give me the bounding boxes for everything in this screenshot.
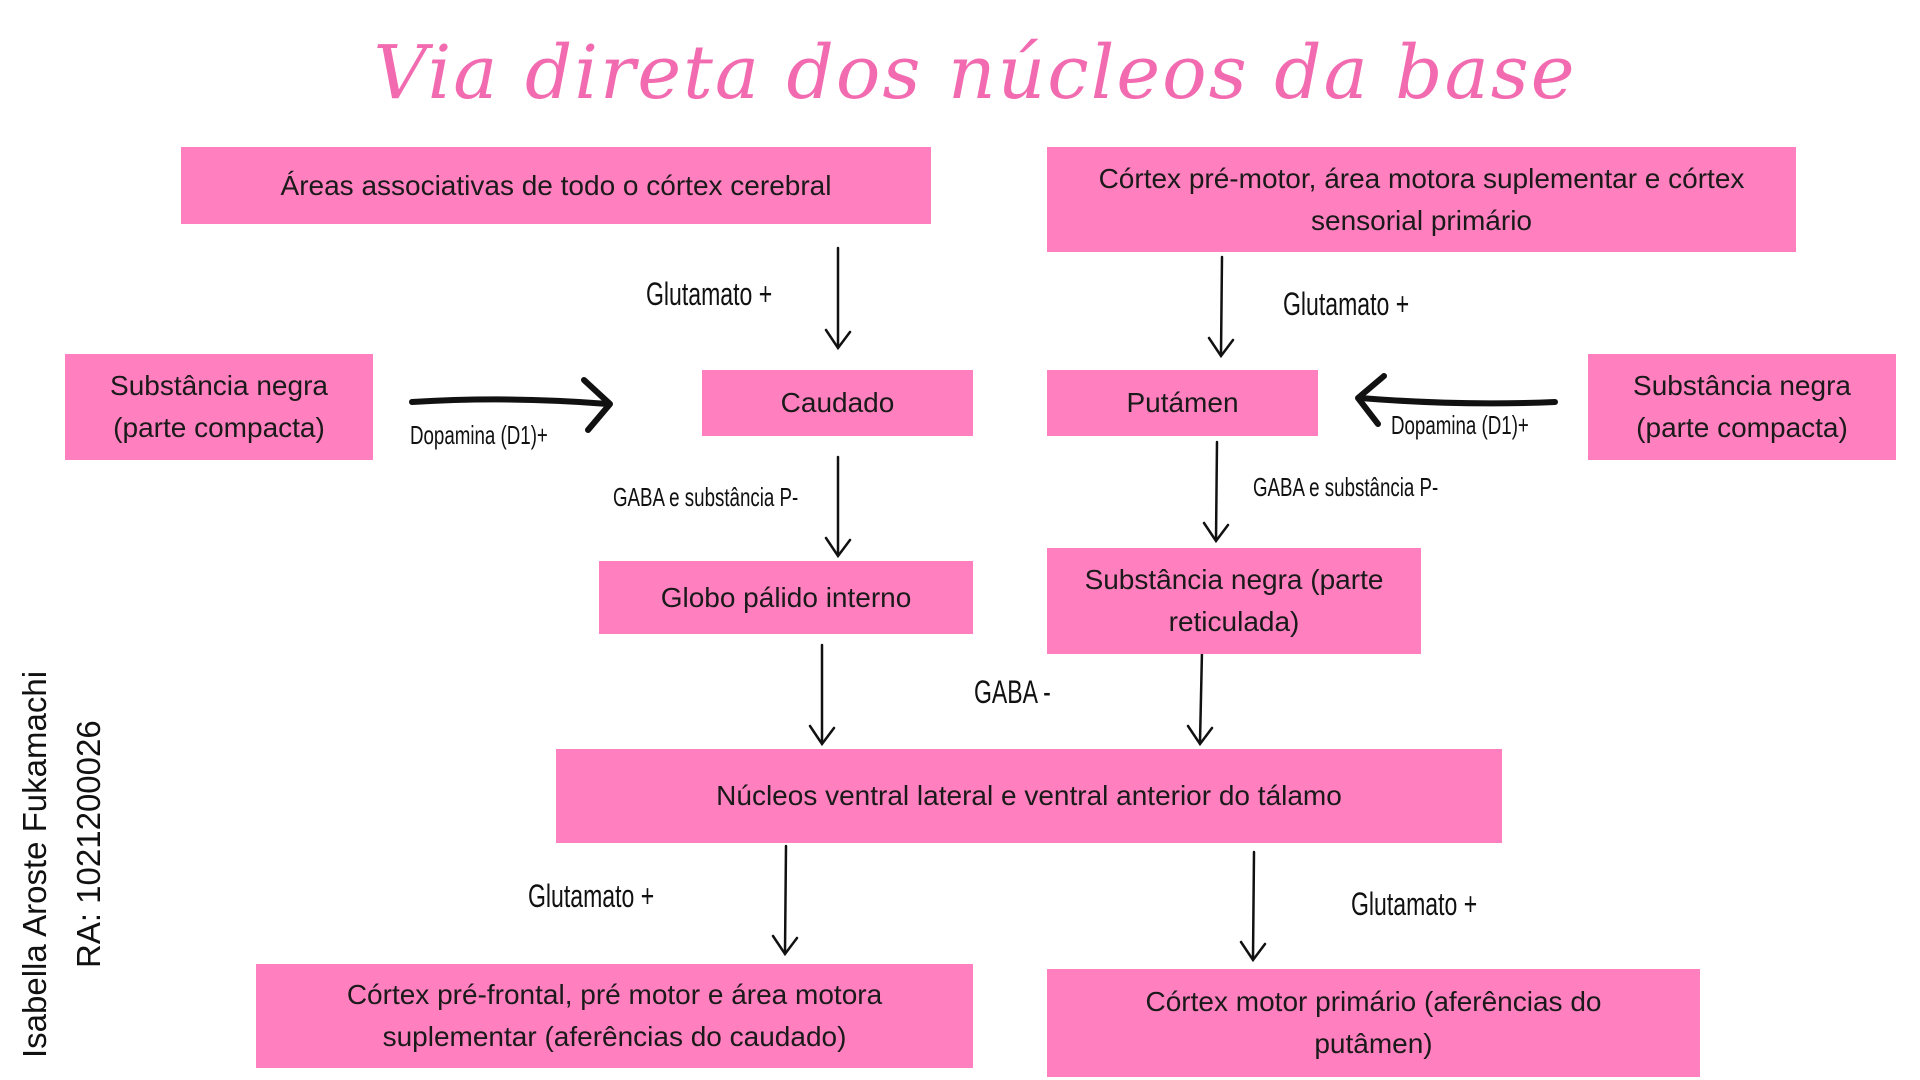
box-cortex-pre-frontal: Córtex pré-frontal, pré motor e área mot…	[256, 964, 973, 1068]
arrow-snret-to-talamo	[1186, 649, 1214, 747]
arrow-talamo-to-prefrontal	[771, 844, 799, 957]
arrow-globo-to-talamo	[808, 643, 836, 747]
arrow-premotor-to-putamen	[1207, 255, 1235, 359]
label-gaba-substancia-p-left: GABA e substância P-	[613, 482, 799, 512]
label-glutamato-4: Glutamato +	[1351, 886, 1478, 922]
box-cortex-pre-motor: Córtex pré-motor, área motora suplementa…	[1047, 147, 1796, 252]
box-caudado: Caudado	[702, 370, 973, 436]
author-ra: RA: 1021200026	[70, 720, 107, 968]
arrow-talamo-to-motor	[1239, 850, 1267, 963]
box-cortex-motor-primario: Córtex motor primário (aferências do put…	[1047, 969, 1700, 1077]
label-glutamato-1: Glutamato +	[646, 276, 773, 312]
label-dopamina-right: Dopamina (D1)+	[1391, 410, 1529, 440]
label-gaba-substancia-p-right: GABA e substância P-	[1253, 472, 1439, 502]
box-nucleos-talamo: Núcleos ventral lateral e ventral anteri…	[556, 749, 1502, 843]
arrow-assoc-to-caudado	[824, 246, 852, 351]
arrow-dopamine-left	[409, 377, 613, 433]
label-glutamato-3: Glutamato +	[528, 878, 655, 914]
author-name: Isabella Aroste Fukamachi	[16, 670, 53, 1058]
box-substancia-negra-compacta-right: Substância negra (parte compacta)	[1588, 354, 1896, 460]
box-substancia-negra-compacta-left: Substância negra (parte compacta)	[65, 354, 373, 460]
diagram-title: Via direta dos núcleos da base	[373, 30, 1577, 116]
label-glutamato-2: Glutamato +	[1283, 286, 1410, 322]
box-putamen: Putámen	[1047, 370, 1318, 436]
arrow-putamen-to-snret	[1202, 440, 1230, 544]
arrow-caudado-to-globo	[824, 455, 852, 559]
box-areas-associativas: Áreas associativas de todo o córtex cere…	[181, 147, 931, 224]
label-gaba: GABA -	[974, 674, 1051, 710]
arrow-dopamine-right	[1355, 373, 1558, 427]
box-globo-palido-interno: Globo pálido interno	[599, 561, 973, 634]
label-dopamina-left: Dopamina (D1)+	[410, 420, 548, 450]
box-substancia-negra-reticulada: Substância negra (parte reticulada)	[1047, 548, 1421, 654]
